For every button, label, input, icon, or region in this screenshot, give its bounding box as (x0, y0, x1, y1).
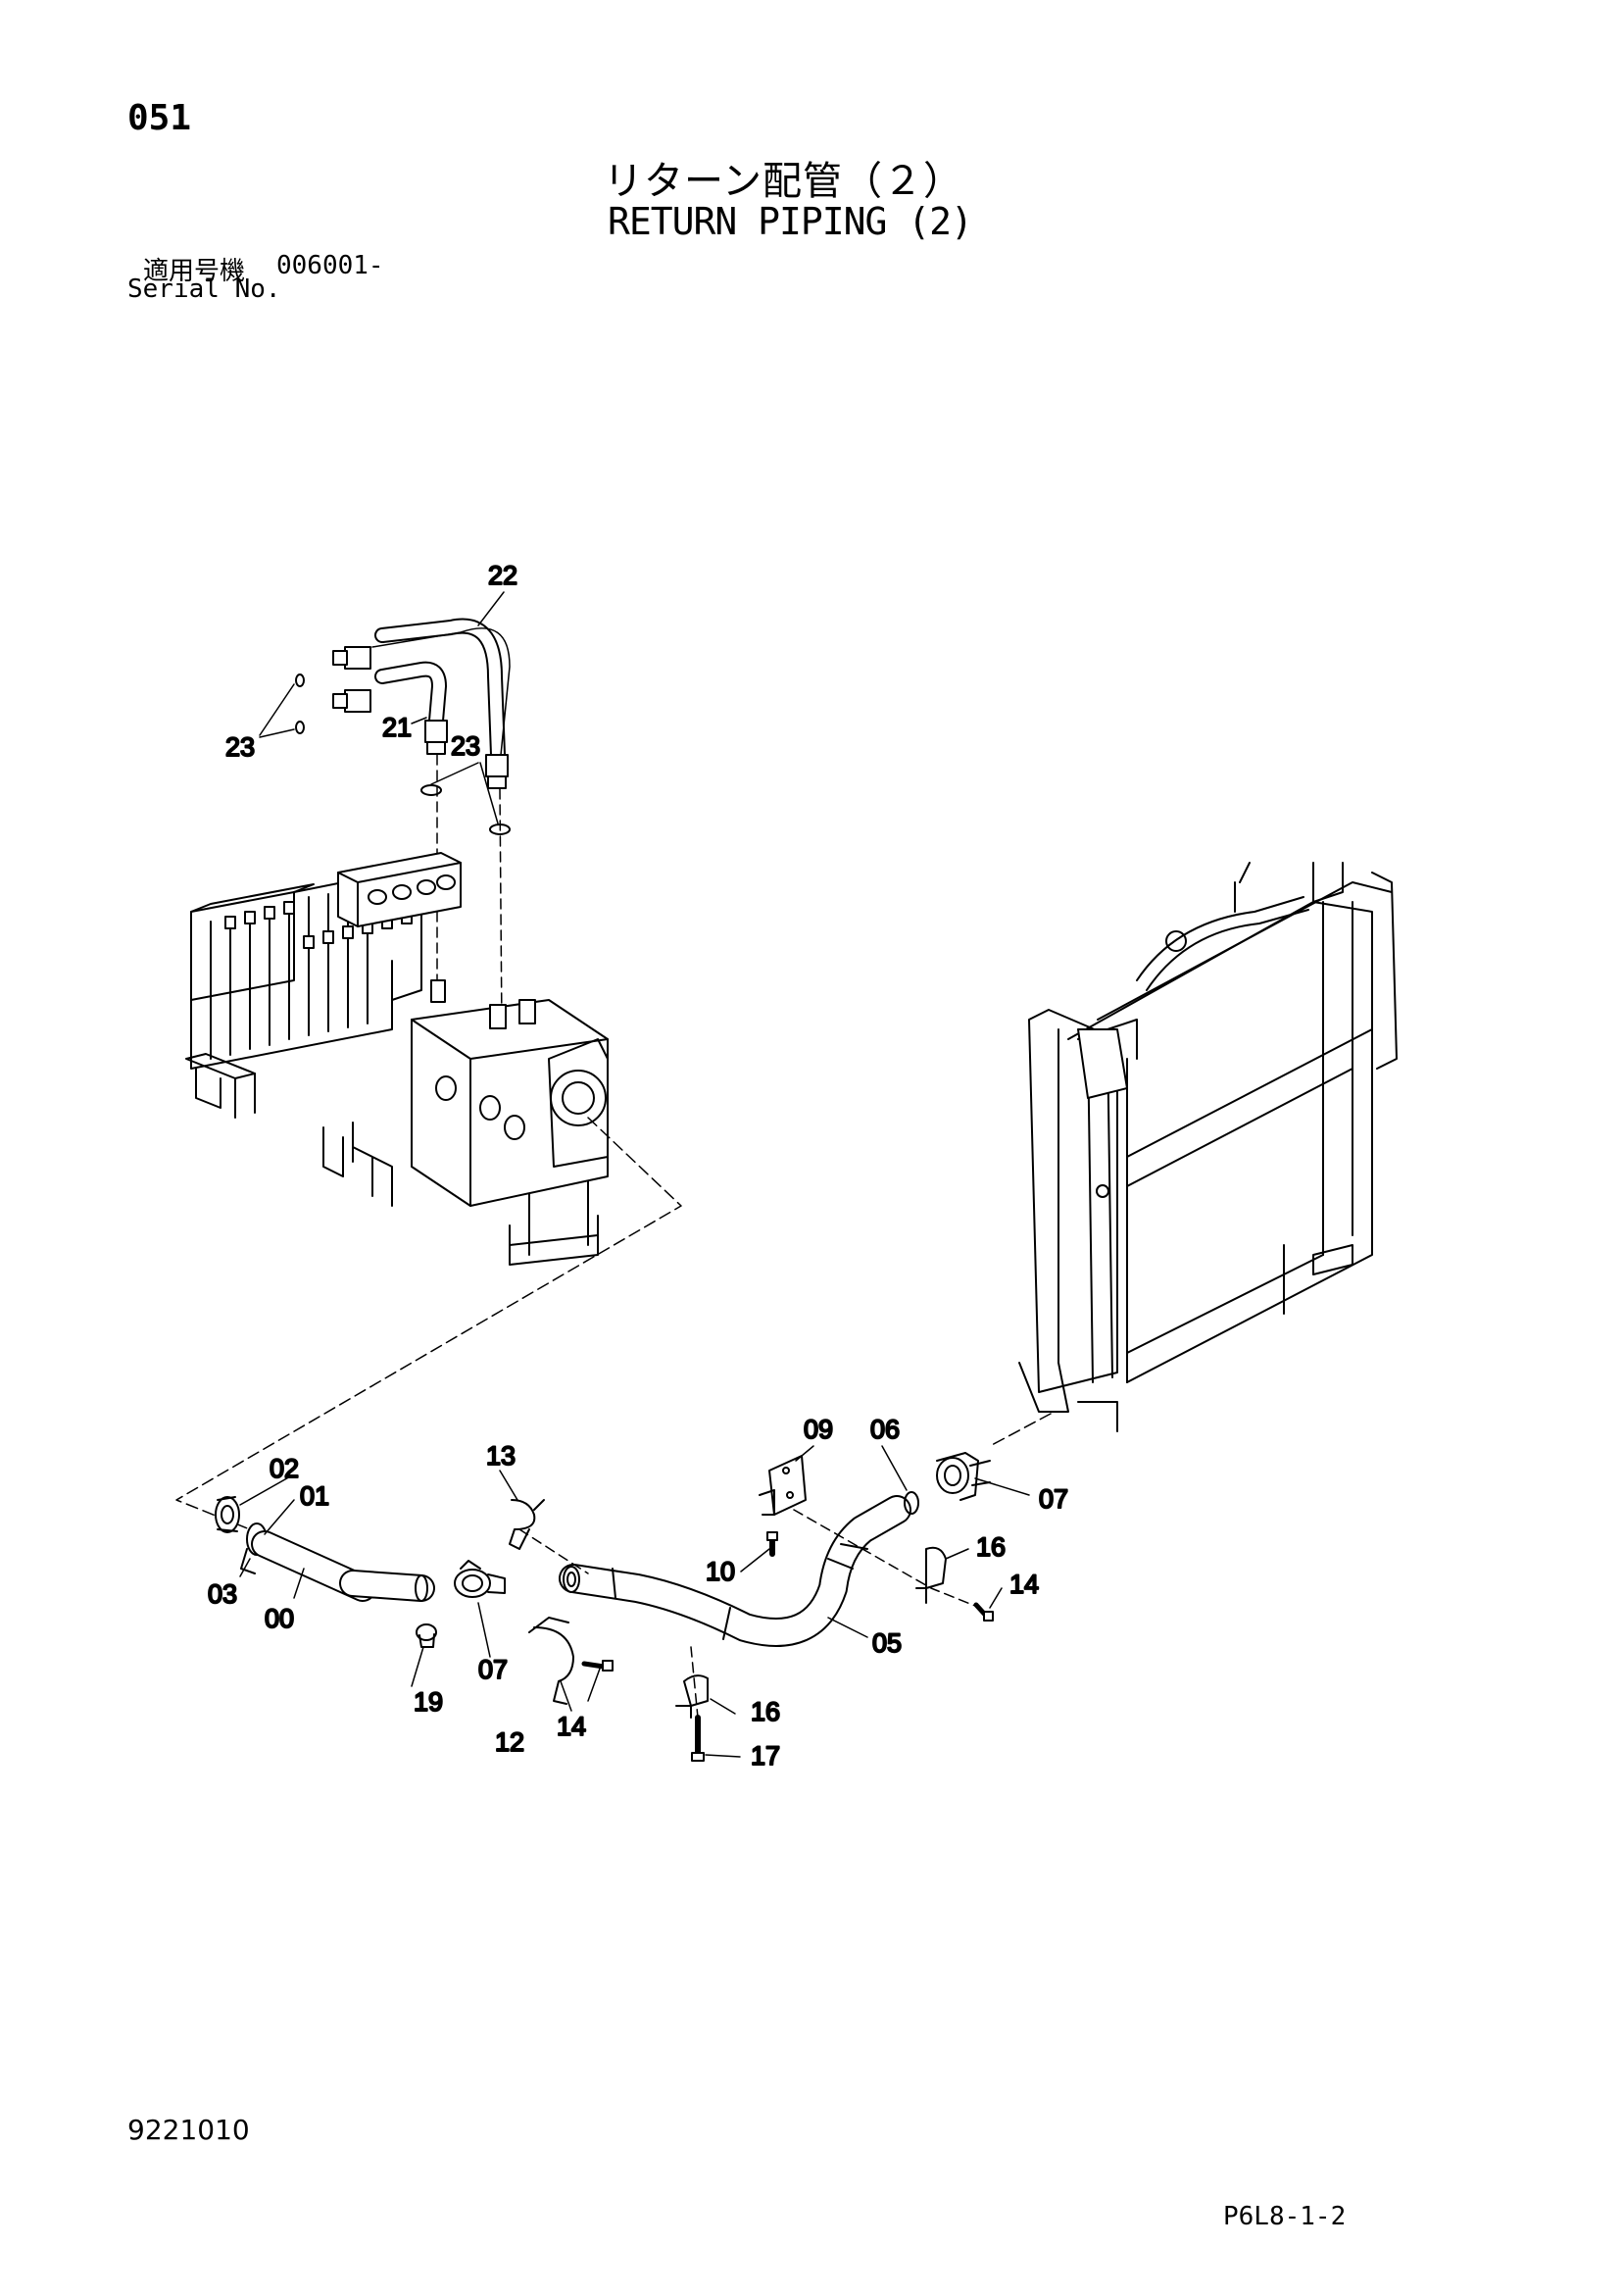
flange-02 (215, 1496, 240, 1533)
bracket-16-bottom (675, 1674, 709, 1719)
serial-value: 006001- (276, 251, 384, 280)
callout-01: 01 (300, 1481, 329, 1511)
callout-19: 19 (414, 1687, 443, 1717)
callout-07-right: 07 (1039, 1484, 1068, 1514)
page-number: 051 (127, 98, 192, 138)
callout-16-right: 16 (976, 1532, 1006, 1562)
drawing-code: 9221010 (127, 2114, 250, 2146)
callout-13: 13 (486, 1441, 516, 1471)
callout-23-left: 23 (225, 732, 255, 762)
callout-12: 12 (495, 1727, 524, 1757)
callout-05: 05 (872, 1628, 902, 1658)
o-ring-06 (904, 1491, 919, 1515)
hose-05 (559, 1495, 911, 1647)
clamp-13 (509, 1499, 545, 1550)
pipe-00 (251, 1530, 435, 1602)
guide-line-bracket (518, 1509, 981, 1719)
hose-22 (371, 618, 511, 789)
callout-07-left: 07 (478, 1655, 508, 1684)
clamp-07-left (454, 1560, 506, 1598)
callout-17: 17 (751, 1741, 780, 1771)
serial-label-japanese: 適用号機 (143, 257, 246, 286)
guide-line-cooler (989, 1413, 1052, 1447)
callout-00: 00 (265, 1604, 294, 1633)
bolt-14-left (581, 1660, 614, 1672)
plug-19 (416, 1623, 437, 1648)
serial-label-english: Serial No. (127, 275, 281, 304)
title-japanese: リターン配管（２） (604, 159, 963, 204)
callout-23-right: 23 (451, 731, 480, 761)
hose-21 (374, 661, 448, 755)
leader-lines (239, 591, 1030, 1758)
callout-09: 09 (804, 1415, 833, 1444)
callout-03: 03 (208, 1579, 237, 1609)
hose-fittings (332, 646, 371, 713)
control-valve (185, 852, 609, 1266)
radiator (1018, 862, 1398, 1432)
callout-02: 02 (270, 1454, 299, 1483)
o-rings-23 (295, 674, 511, 1030)
bracket-09 (759, 1455, 807, 1516)
clamp-12 (528, 1617, 574, 1705)
bolt-17 (691, 1715, 705, 1762)
title-english: RETURN PIPING (2) (608, 200, 973, 243)
callout-22: 22 (488, 561, 517, 590)
callout-06: 06 (870, 1415, 900, 1444)
bracket-16-right (915, 1546, 947, 1604)
callout-16-bottom: 16 (751, 1697, 780, 1726)
page-code: P6L8-1-2 (1223, 2202, 1347, 2231)
callout-21: 21 (382, 713, 412, 742)
callout-14-right: 14 (1009, 1570, 1039, 1599)
guide-line-valve (175, 1117, 682, 1530)
clamp-07-right (936, 1452, 991, 1501)
callout-10: 10 (706, 1557, 735, 1586)
callout-14-left: 14 (557, 1712, 586, 1741)
bolt-10 (766, 1531, 778, 1557)
